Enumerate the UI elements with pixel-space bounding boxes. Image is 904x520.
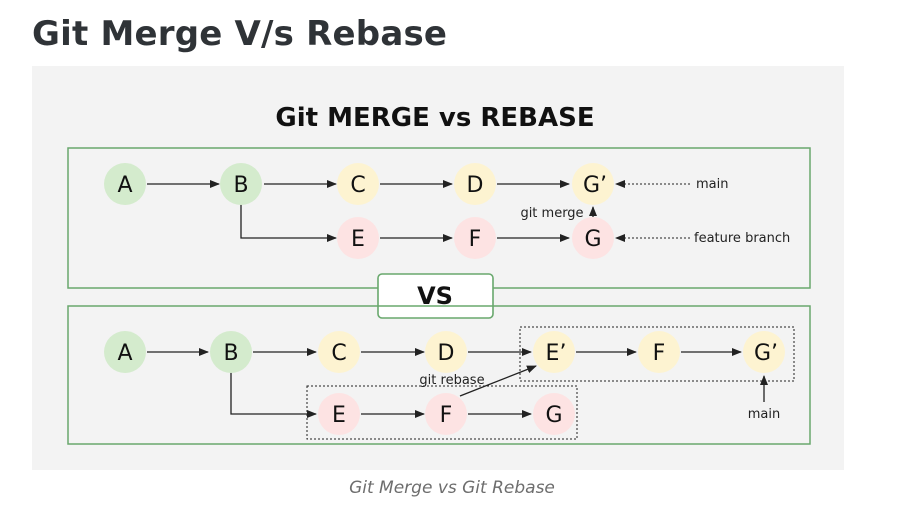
page-title: Git Merge V/s Rebase	[32, 14, 448, 54]
original-feature-commits-box	[306, 385, 578, 440]
rebase-commit-g: G	[533, 393, 575, 435]
vs-badge: VS	[377, 273, 494, 319]
merge-commit-a-label: A	[117, 173, 132, 198]
main-label-rebase: main	[748, 407, 780, 422]
main-label-merge: main	[696, 177, 728, 192]
merge-commit-a: A	[104, 163, 146, 205]
merge-commit-e: E	[337, 217, 379, 259]
rebase-commit-e-prime: E’	[533, 331, 575, 373]
merge-commit-f: F	[454, 217, 496, 259]
merge-frame	[67, 147, 811, 289]
rebase-commit-a: A	[104, 331, 146, 373]
merge-edge-b-e	[240, 204, 337, 242]
rebased-commits-box	[519, 326, 795, 382]
merge-commit-d-label: D	[467, 173, 484, 198]
merge-commit-g-label: G	[584, 227, 601, 252]
merge-commit-g-prime: G’	[572, 163, 614, 205]
merge-nodes: A B C D G’ E F	[104, 163, 614, 259]
rebase-nodes: A B C D E’ F G	[104, 331, 785, 435]
rebase-commit-e-prime-label: E’	[546, 341, 567, 366]
rebase-edge-f-to-e-prime	[459, 365, 537, 397]
merge-commit-g-prime-label: G’	[583, 173, 607, 198]
rebase-commit-c-label: C	[331, 341, 346, 366]
feature-branch-label: feature branch	[694, 231, 790, 246]
rebase-commit-g-prime-label: G’	[754, 341, 778, 366]
rebase-commit-e-label: E	[332, 403, 346, 428]
rebase-commit-b: B	[210, 331, 252, 373]
rebase-commit-f: F	[425, 393, 467, 435]
merge-commit-f-label: F	[469, 227, 482, 252]
rebase-commit-d-label: D	[438, 341, 455, 366]
diagram-title: Git MERGE vs REBASE	[275, 103, 594, 133]
merge-commit-c: C	[337, 163, 379, 205]
merge-commit-d: D	[454, 163, 496, 205]
merge-commit-b: B	[220, 163, 262, 205]
figure-caption: Git Merge vs Git Rebase	[349, 478, 555, 498]
rebase-commit-a-label: A	[117, 341, 132, 366]
merge-commit-b-label: B	[233, 173, 248, 198]
merge-commit-e-label: E	[351, 227, 365, 252]
rebase-edges	[147, 348, 768, 418]
git-rebase-label: git rebase	[419, 373, 484, 388]
rebase-commit-d: D	[425, 331, 467, 373]
rebase-commit-f-new-label: F	[653, 341, 666, 366]
rebase-commit-e: E	[318, 393, 360, 435]
rebase-commit-c: C	[318, 331, 360, 373]
merge-edges	[147, 180, 690, 242]
rebase-commit-g-prime: G’	[743, 331, 785, 373]
merge-commit-g: G	[572, 217, 614, 259]
rebase-edge-b-e	[230, 372, 317, 418]
rebase-commit-f-new: F	[638, 331, 680, 373]
merge-commit-c-label: C	[350, 173, 365, 198]
rebase-commit-g-label: G	[545, 403, 562, 428]
rebase-commit-b-label: B	[223, 341, 238, 366]
merge-vs-rebase-diagram: Git MERGE vs REBASE A B	[67, 103, 811, 445]
figure-panel: Git MERGE vs REBASE A B	[32, 66, 844, 470]
rebase-commit-f-label: F	[440, 403, 453, 428]
rebase-frame	[67, 305, 811, 445]
git-merge-label: git merge	[520, 206, 583, 221]
